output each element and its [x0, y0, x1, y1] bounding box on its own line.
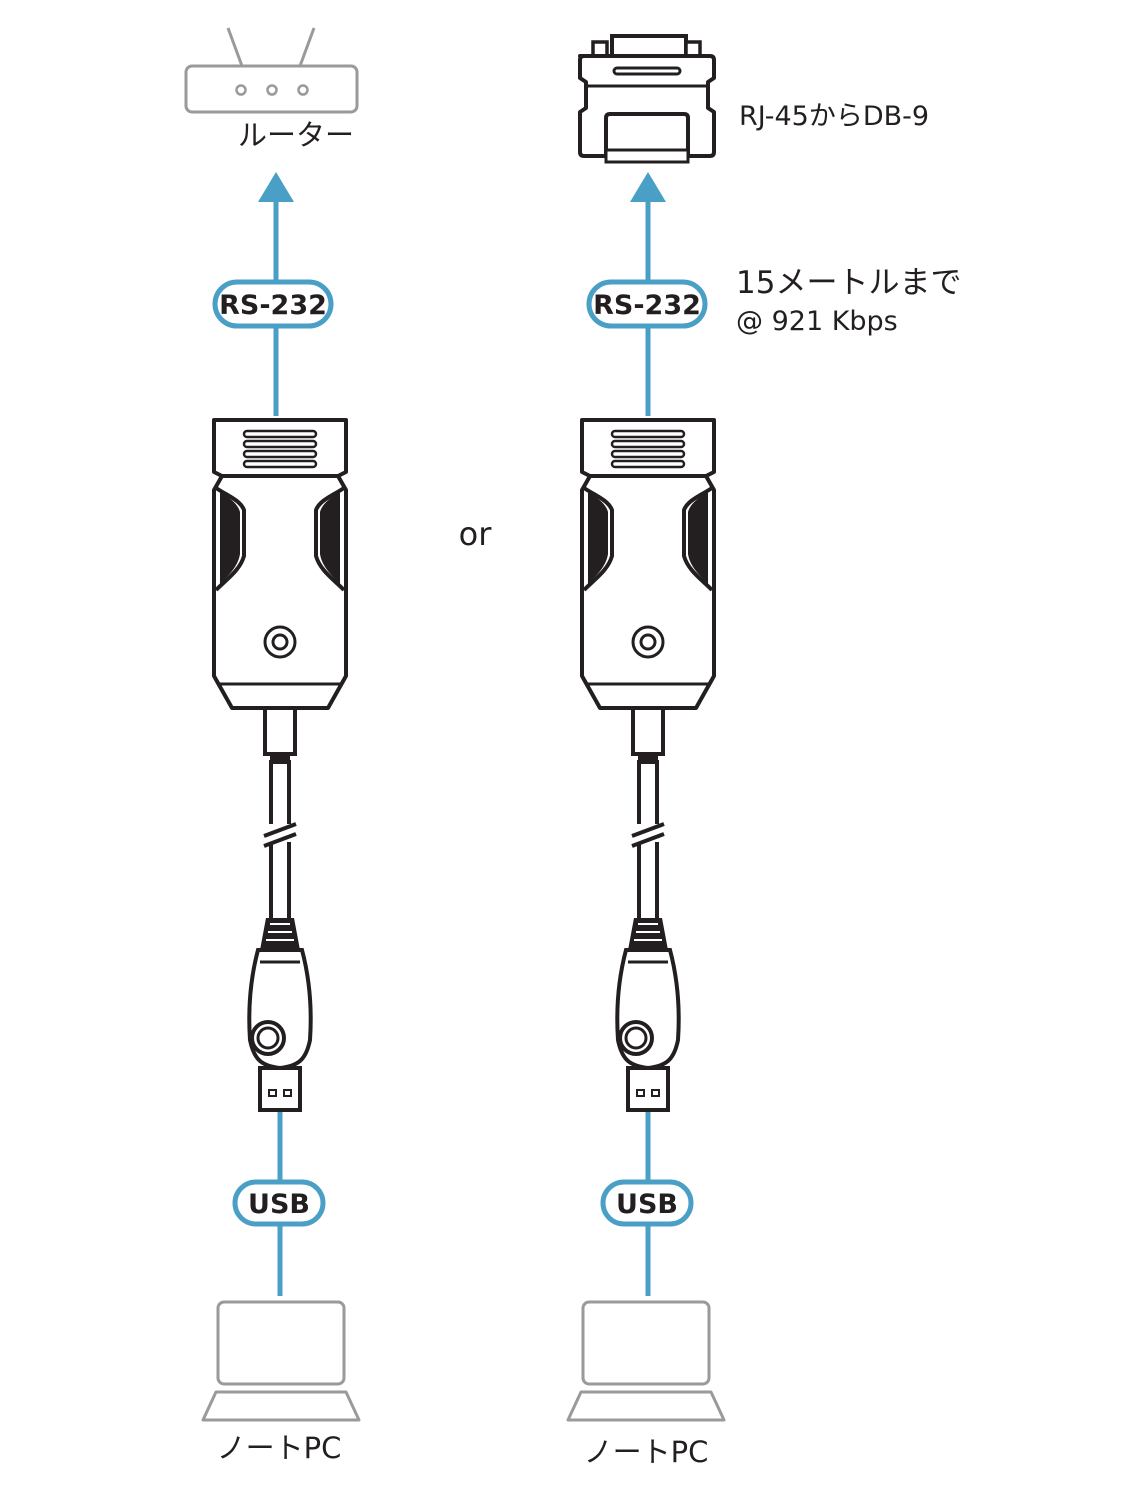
- rs232-badge-label: RS-232: [593, 290, 701, 321]
- speed-label: @ 921 Kbps: [736, 306, 898, 337]
- distance-label: 15メートルまで: [736, 265, 961, 301]
- laptop-icon: [201, 1300, 361, 1422]
- rs232-badge-label: RS-232: [219, 290, 327, 321]
- or-separator: or: [459, 515, 493, 553]
- usb-serial-converter-icon: [580, 418, 716, 1112]
- rs232-badge: RS-232: [215, 282, 331, 326]
- left-column: ルーター RS-232 USB ノートPC: [184, 27, 361, 1465]
- adapter-label: RJ-45からDB-9: [739, 101, 929, 132]
- usb-serial-converter-icon: [212, 418, 348, 1112]
- rs232-badge: RS-232: [589, 282, 705, 326]
- usb-badge: USB: [235, 1182, 323, 1224]
- usb-badge-label: USB: [616, 1189, 678, 1220]
- router-label: ルーター: [238, 118, 354, 152]
- laptop-label: ノートPC: [217, 1431, 342, 1465]
- laptop-label: ノートPC: [584, 1435, 709, 1469]
- usb-badge: USB: [603, 1182, 691, 1224]
- router-icon: [184, 27, 359, 114]
- db9-adapter-icon: [578, 34, 716, 164]
- right-column: RJ-45からDB-9 RS-232 15メートルまで @ 921 Kbps U…: [566, 34, 961, 1469]
- laptop-icon: [566, 1300, 726, 1422]
- usb-badge-label: USB: [248, 1189, 310, 1220]
